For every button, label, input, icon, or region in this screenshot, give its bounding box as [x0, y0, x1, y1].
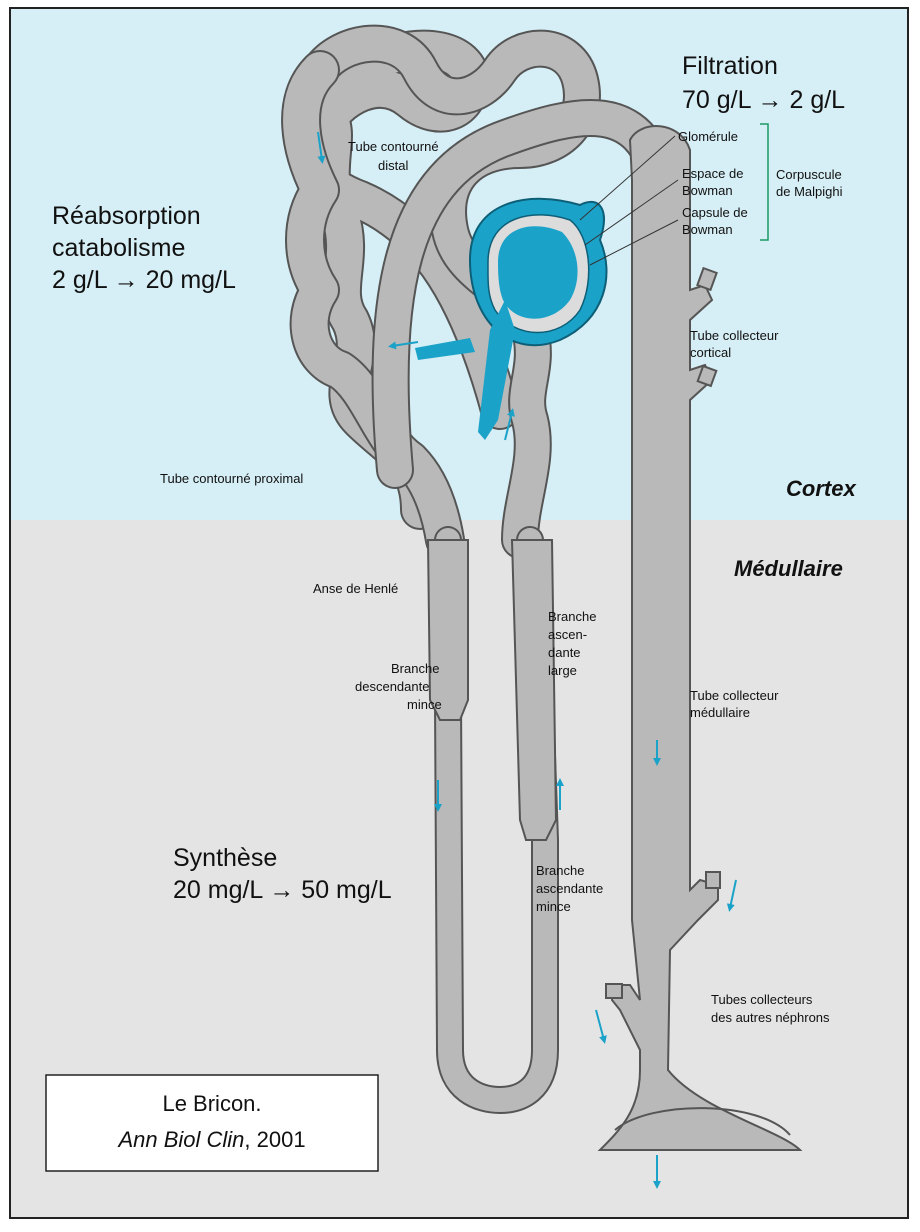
branche-asc-large-label-3: dante [548, 645, 581, 660]
filtration-title: Filtration [682, 52, 778, 80]
synthese-value: 20 mg/L → 50 mg/L [173, 876, 392, 904]
citation-box [46, 1075, 378, 1171]
tube-distal-label-2: distal [378, 158, 408, 173]
branche-desc-mince-label-2: descendante [355, 679, 429, 694]
branche-asc-large-label-1: Branche [548, 609, 596, 624]
branche-ascendante-large [512, 540, 556, 840]
tubes-autres-label-1: Tubes collecteurs [711, 992, 813, 1007]
reabsorption-title: Réabsorption [52, 202, 201, 230]
medullaire-label: Médullaire [734, 556, 843, 581]
filtration-value: 70 g/L → 2 g/L [682, 86, 845, 114]
glomerule-label: Glomérule [678, 129, 738, 144]
espace-bowman-label-2: Bowman [682, 183, 733, 198]
corpuscule-label-1: Corpuscule [776, 167, 842, 182]
other-nephron-stub-2 [606, 984, 622, 998]
branche-desc-mince-label-1: Branche [391, 661, 439, 676]
cortex-label: Cortex [786, 476, 856, 501]
tube-proximal-label: Tube contourné proximal [160, 471, 303, 486]
branche-asc-mince-label-1: Branche [536, 863, 584, 878]
tube-distal-label-1: Tube contourné [348, 139, 439, 154]
branche-asc-mince-label-2: ascendante [536, 881, 603, 896]
capsule-bowman-label-1: Capsule de [682, 205, 748, 220]
branche-asc-large-label-4: large [548, 663, 577, 678]
reabsorption-value: 2 g/L → 20 mg/L [52, 266, 236, 294]
branche-asc-large-label-2: ascen- [548, 627, 587, 642]
tube-collecteur-medullaire-label-1: Tube collecteur [690, 688, 779, 703]
branche-desc-mince-label-3: mince [407, 697, 442, 712]
branche-descendante-epaisse [428, 540, 468, 720]
branche-asc-mince-label-3: mince [536, 899, 571, 914]
capsule-bowman-label-2: Bowman [682, 222, 733, 237]
tubes-autres-label-2: des autres néphrons [711, 1010, 830, 1025]
citation-source: Ann Biol Clin, 2001 [116, 1127, 305, 1152]
tube-collecteur-cortical-label-2: cortical [690, 345, 731, 360]
tube-collecteur-cortical-label-1: Tube collecteur [690, 328, 779, 343]
other-nephron-stub-1 [706, 872, 720, 888]
citation-author: Le Bricon. [162, 1091, 261, 1116]
anse-henle-label: Anse de Henlé [313, 581, 398, 596]
catabolisme-title: catabolisme [52, 234, 185, 262]
citation-journal: Ann Biol Clin [116, 1127, 244, 1152]
synthese-title: Synthèse [173, 844, 277, 872]
glomerule [498, 226, 578, 319]
citation-year: , 2001 [244, 1127, 305, 1152]
espace-bowman-label-1: Espace de [682, 166, 743, 181]
tube-collecteur-medullaire-label-2: médullaire [690, 705, 750, 720]
corpuscule-label-2: de Malpighi [776, 184, 843, 199]
